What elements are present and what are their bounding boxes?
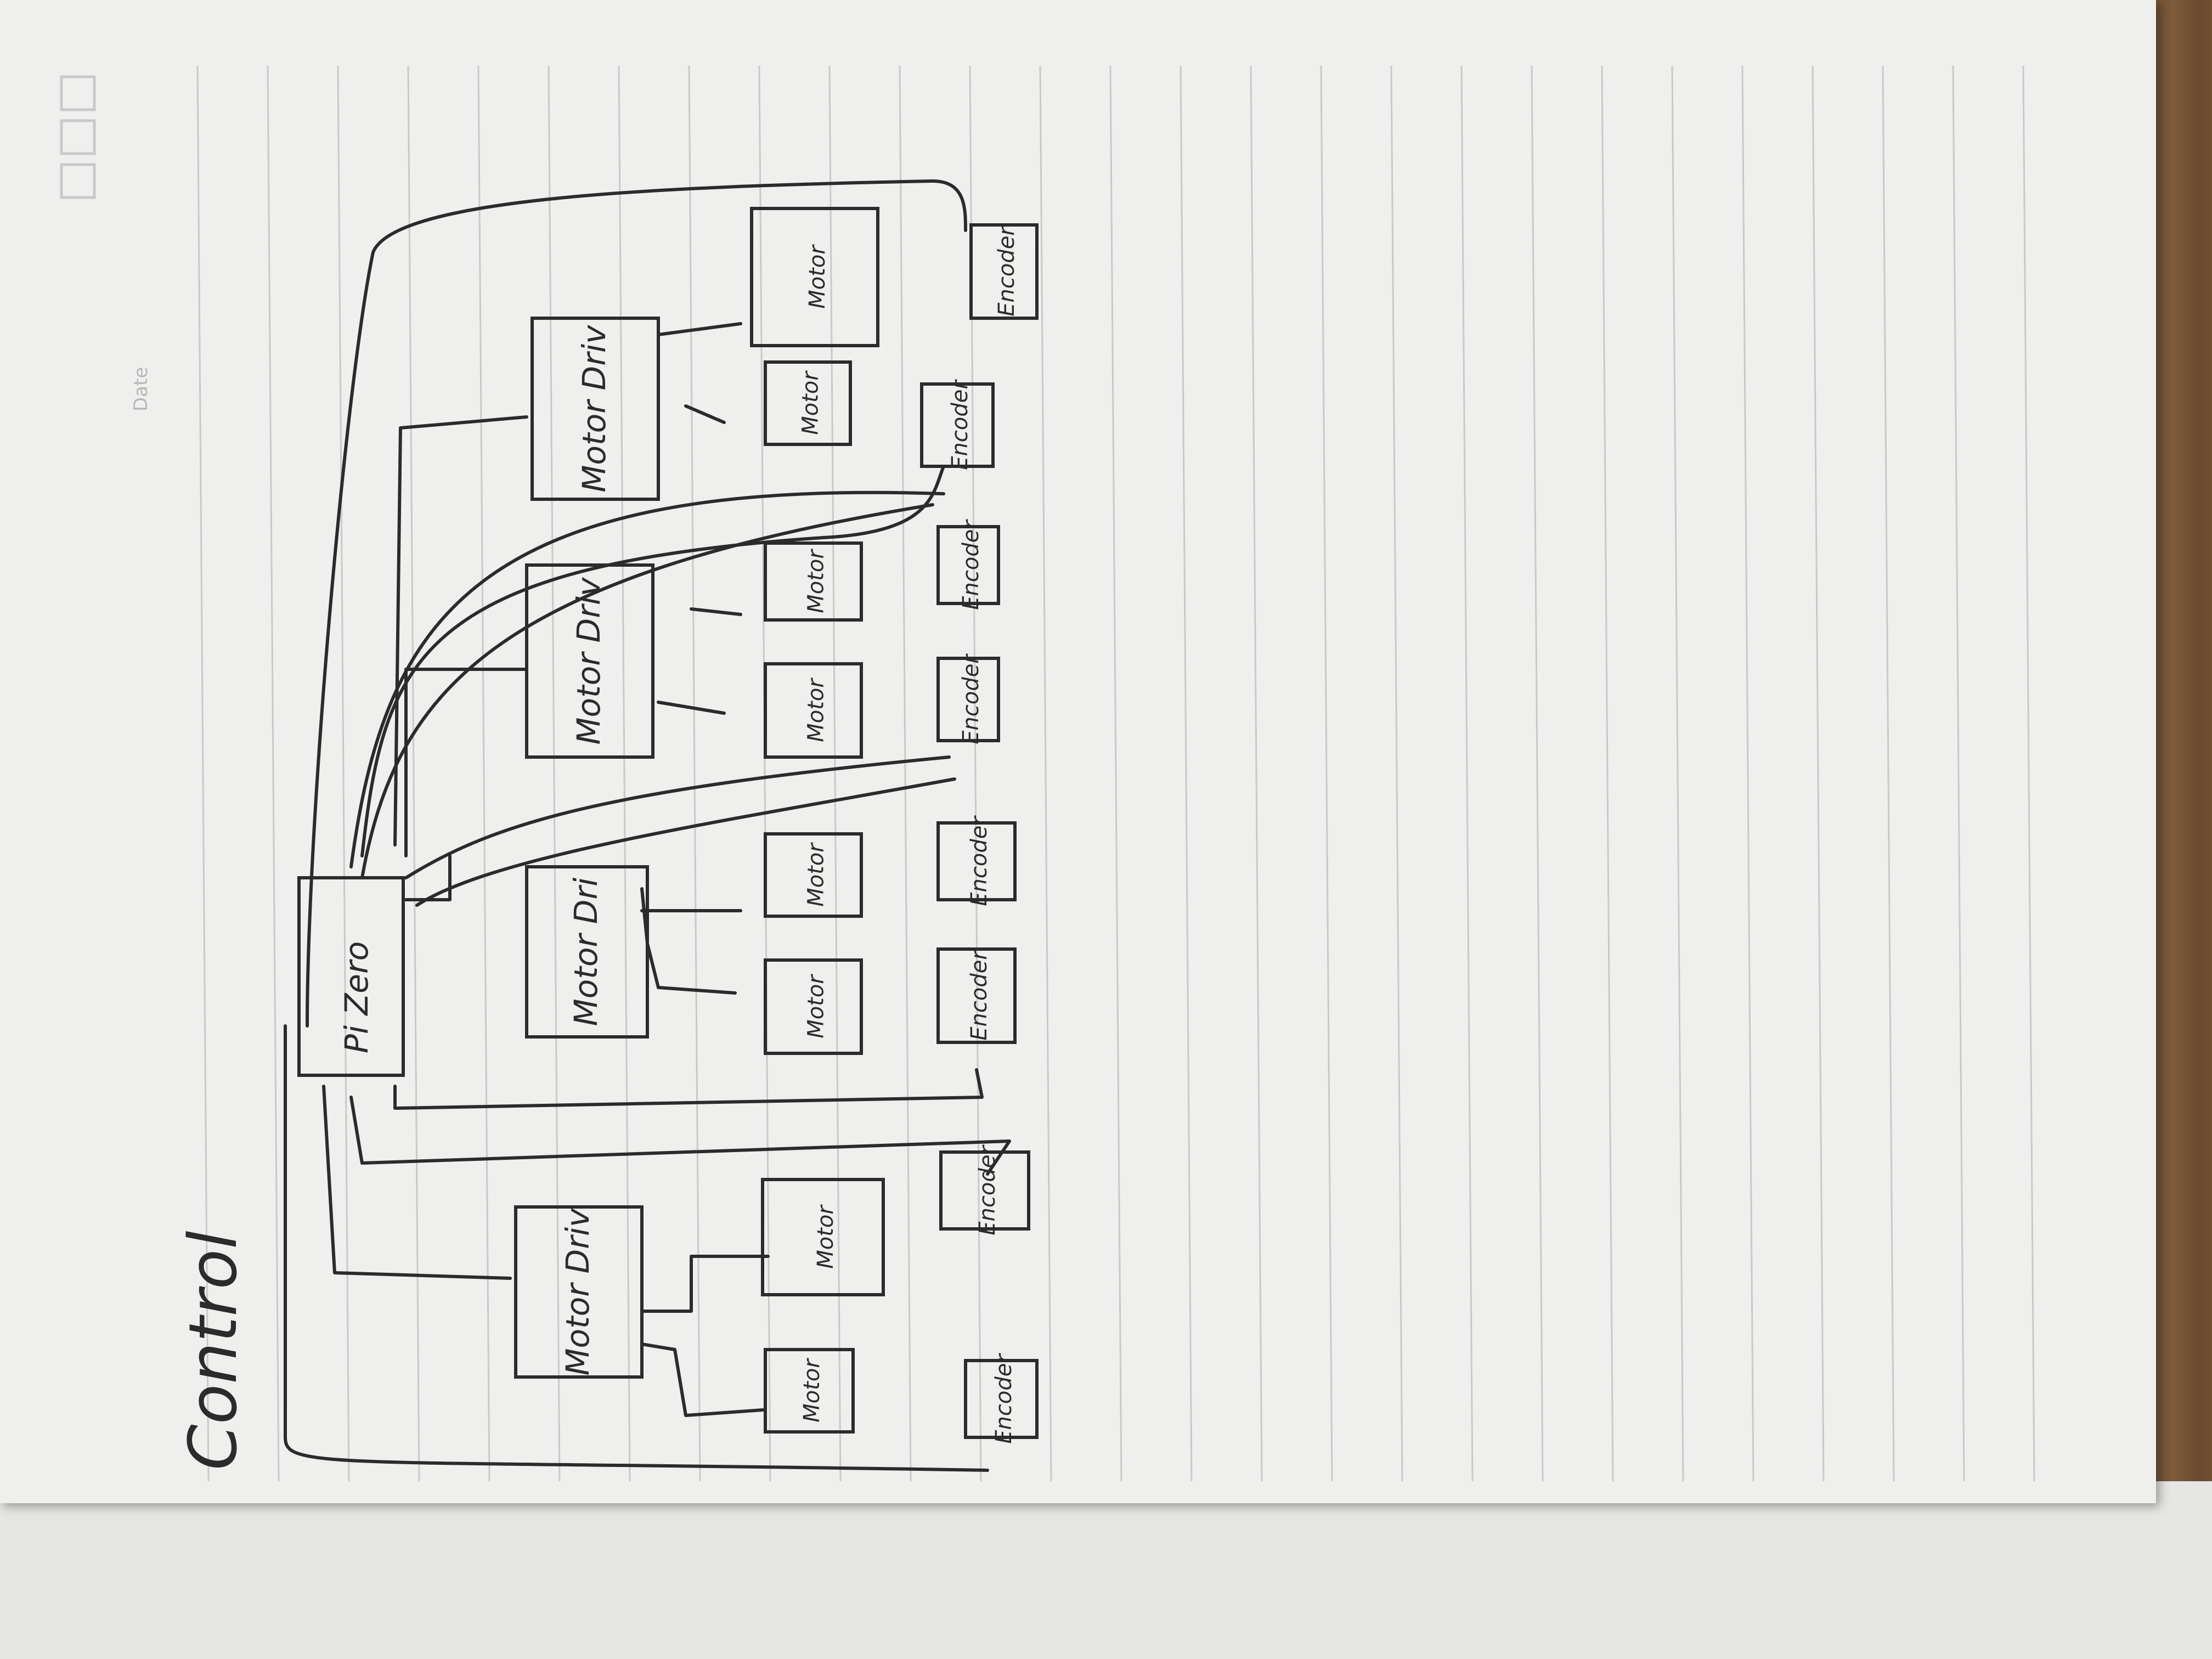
pi-zero-label: Pi Zero — [338, 941, 375, 1053]
encoder-box: Encoder — [936, 947, 1017, 1044]
encoder-box: Encoder — [936, 815, 1017, 906]
motor-driver-box-label: Motor Driv — [559, 1207, 596, 1376]
date-label: Date — [130, 367, 152, 411]
motor-box-label: Motor — [813, 1204, 838, 1269]
pi-zero-box: Pi Zero — [297, 876, 405, 1077]
ruled-line — [1952, 65, 1965, 1482]
motor-driver-box: Motor Dri — [525, 865, 649, 1039]
ruled-line — [1250, 65, 1263, 1482]
encoder-box-label: Encoder — [958, 519, 984, 610]
motor-box-label: Motor — [804, 549, 829, 613]
encoders: EncoderEncoderEncoderEncoderEncoderEncod… — [920, 223, 1039, 1444]
encoder-box: Encoder — [936, 519, 1000, 610]
motor-driver-box: Motor Driv — [514, 1205, 644, 1379]
encoder-box-label: Encoder — [958, 653, 984, 744]
encoder-box: Encoder — [964, 1353, 1039, 1444]
ruled-line — [1039, 65, 1052, 1482]
checkbox-icon — [60, 75, 96, 111]
motor-box-label: Motor — [804, 678, 829, 742]
ruled-line — [1882, 65, 1895, 1482]
encoder-box-label: Encoder — [994, 225, 1019, 317]
checkbox-icon — [60, 163, 96, 199]
motor-box: Motor — [764, 832, 863, 918]
motor-driver-box-label: Motor Dri — [567, 878, 605, 1026]
date-checkboxes — [60, 75, 96, 199]
encoder-box-label: Encoder — [975, 1144, 1000, 1235]
ruled-line — [758, 65, 771, 1482]
encoder-box-label: Encoder — [947, 379, 973, 470]
motor-box: Motor — [764, 662, 863, 759]
notebook-page — [0, 0, 2156, 1503]
motor-box: Motor — [764, 360, 852, 446]
encoder-box-label: Encoder — [967, 815, 992, 906]
ruled-line — [1531, 65, 1544, 1482]
motor-box-label: Motor — [799, 1358, 825, 1423]
encoder-box: Encoder — [969, 223, 1039, 320]
ruled-line — [407, 65, 420, 1482]
ruled-line — [1109, 65, 1122, 1482]
motor-box: Motor — [764, 958, 863, 1055]
ruled-line — [337, 65, 350, 1482]
motor-box: Motor — [764, 1348, 855, 1434]
checkbox-icon — [60, 119, 96, 155]
ruled-line — [1460, 65, 1474, 1482]
wiring — [284, 179, 1011, 1472]
ruled-line — [1671, 65, 1684, 1482]
underlying-page — [0, 1481, 2212, 1659]
motor-box: Motor — [764, 541, 863, 622]
motor-box: Motor — [761, 1178, 885, 1296]
encoder-box: Encoder — [936, 653, 1000, 744]
ruled-line — [1320, 65, 1333, 1482]
encoder-box-label: Encoder — [967, 950, 992, 1041]
ruled-line — [828, 65, 842, 1482]
ruled-line — [1601, 65, 1614, 1482]
motor-driver-box-label: Motor Driv — [575, 324, 613, 493]
motor-box: Motor — [750, 207, 879, 347]
encoder-box-label: Encoder — [991, 1353, 1017, 1444]
ruled-line — [2022, 65, 2035, 1482]
encoder-box: Encoder — [920, 379, 995, 470]
motor-box-label: Motor — [805, 244, 830, 309]
motor-box-label: Motor — [798, 370, 823, 435]
encoder-box: Encoder — [939, 1144, 1030, 1235]
ruled-line — [1180, 65, 1193, 1482]
ruled-line — [548, 65, 561, 1482]
motor-driver-box: Motor Driv — [525, 563, 654, 759]
ruled-line — [899, 65, 912, 1482]
motor-driver-box: Motor Driv — [531, 317, 660, 501]
ruled-line — [196, 65, 210, 1482]
ruled-lines — [196, 65, 2035, 1482]
motor-box-label: Motor — [804, 974, 829, 1039]
ruled-line — [1812, 65, 1825, 1482]
ruled-line — [1741, 65, 1754, 1482]
ruled-line — [688, 65, 701, 1482]
motor-driver-box-label: Motor Driv — [570, 577, 607, 745]
ruled-line — [1390, 65, 1403, 1482]
motor-box-label: Motor — [804, 842, 829, 907]
ruled-line — [267, 65, 280, 1482]
ruled-line — [477, 65, 490, 1482]
ruled-line — [618, 65, 631, 1482]
page-title: Control — [176, 1231, 252, 1470]
